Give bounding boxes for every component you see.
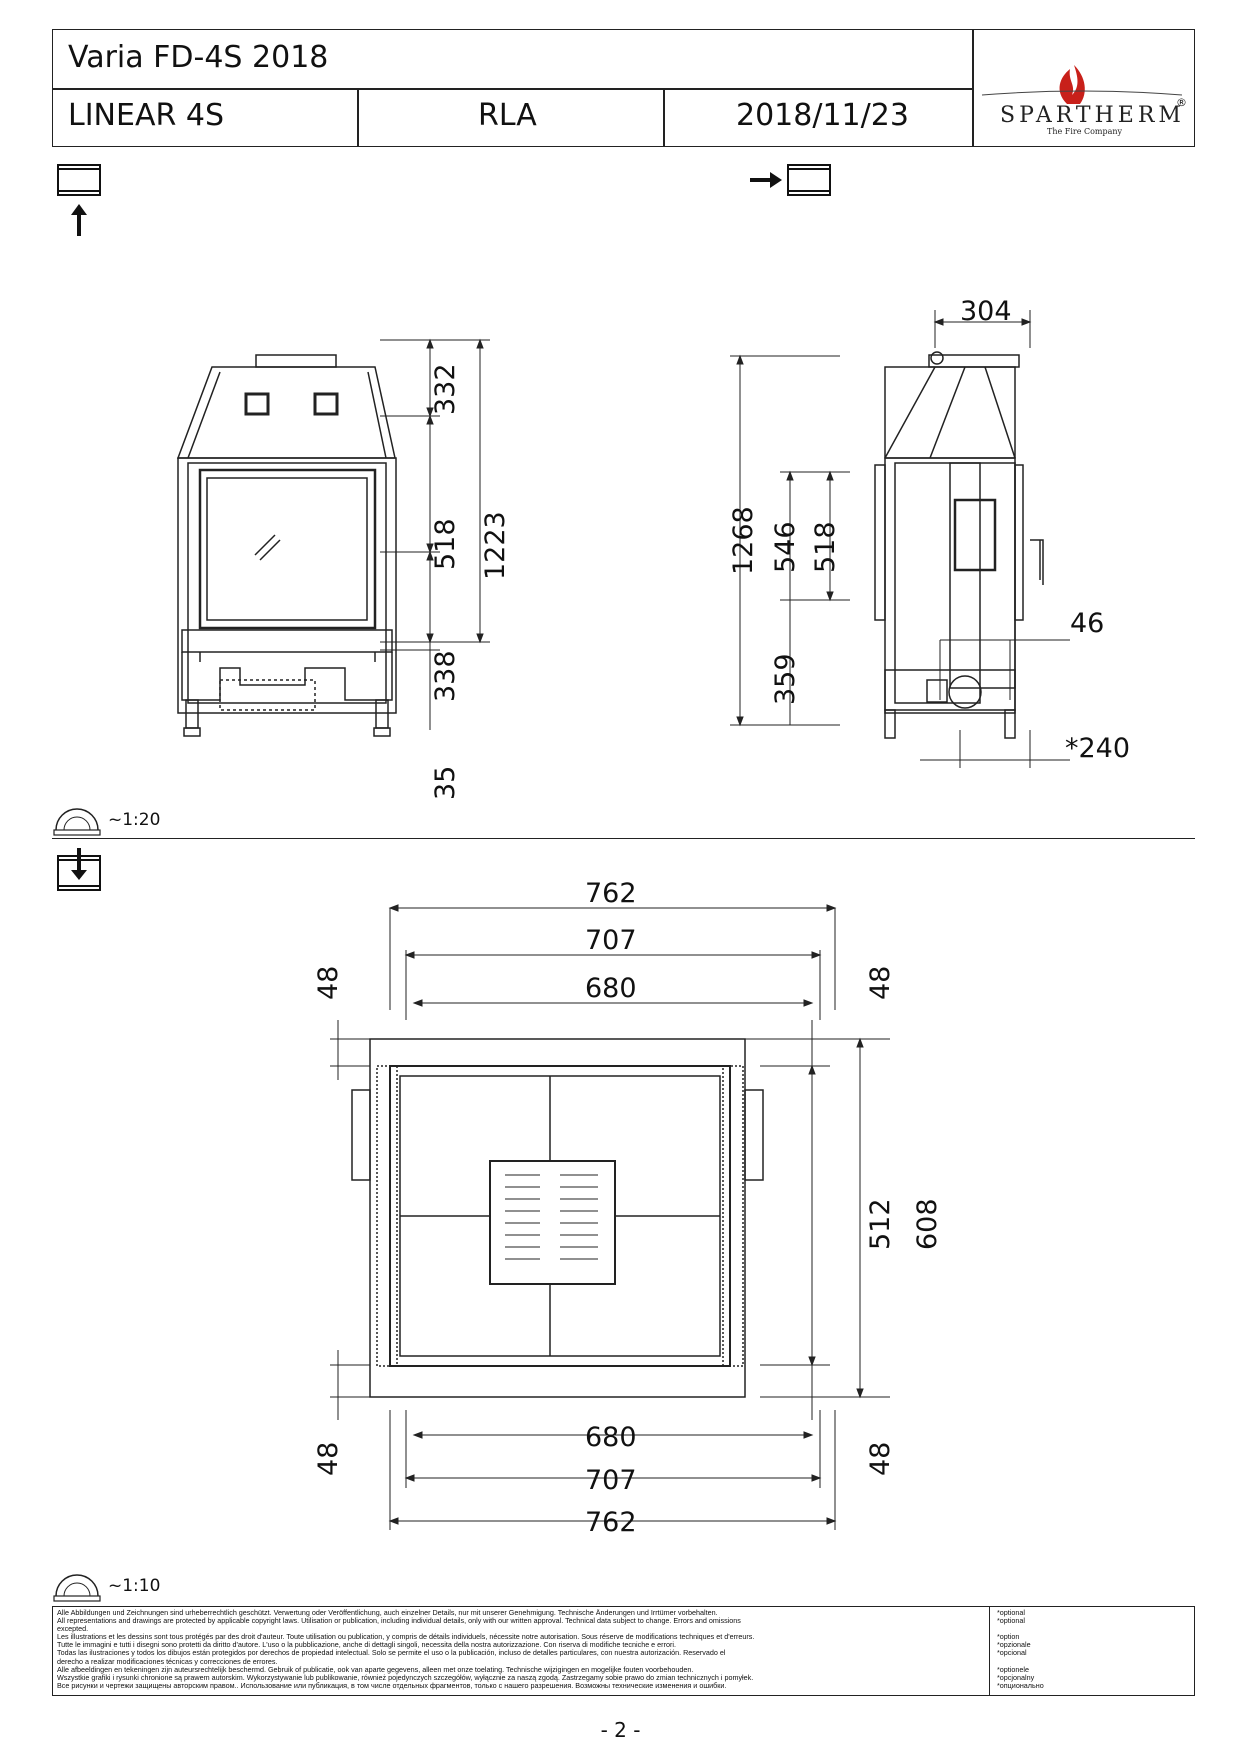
dim-front-door: 518 [430,518,461,570]
dim-front-total: 1223 [480,511,511,580]
legal-line: Tutte le immagini e tutti i disegni sono… [57,1641,676,1650]
page-number: - 2 - [600,1718,641,1742]
dim-side-optional: *240 [1065,733,1131,764]
front-dimension-lines [380,338,490,730]
scale-icon-lower [53,1574,101,1602]
legal-line: Les illustrations et les dessins sont to… [57,1633,755,1642]
scale-icon-upper [53,808,101,836]
title-divider [52,88,972,90]
footer-divider [989,1607,990,1695]
brand-logo [981,65,1183,104]
dim-plan-outer-bottom: 762 [585,1507,637,1538]
legal-footer: Alle Abbildungen und Zeichnungen sind ur… [52,1606,1195,1696]
top-view-icon [57,848,101,891]
dim-plan-left-bottom: 48 [313,1441,344,1476]
optional-line: *optional [997,1616,1025,1626]
optional-line: *optional [997,1608,1025,1617]
flame-icon [1059,65,1085,104]
brand-tagline: The Fire Company [1047,127,1123,136]
legal-line: Alle Abbildungen und Zeichnungen sind ur… [57,1609,718,1617]
dim-front-top: 332 [430,363,461,415]
optional-line: *опционально [997,1680,1044,1690]
optional-line: *option [997,1632,1020,1642]
side-view-icon [750,164,831,196]
grate-slots [505,1174,598,1260]
legal-line: Todas las ilustraciones y todos los dibu… [57,1649,726,1658]
plan-view-drawing [330,904,890,1530]
scale-lower: ~1:10 [108,1576,161,1596]
drawing-date: 2018/11/23 [736,98,909,133]
logo-swoosh [981,90,1183,96]
dim-plan-inner-top: 680 [585,973,637,1004]
dim-plan-mid-bottom: 707 [585,1465,637,1496]
legal-line: Alle afbeeldingen en tekeningen zijn aut… [57,1665,694,1674]
optional-line: *optionele [997,1664,1029,1674]
dim-plan-inner-bottom: 680 [585,1422,637,1453]
title-col-divider-1 [357,88,359,147]
optional-line: *opcjonalny [997,1672,1035,1682]
optional-notes: *optional *optional *option *opzionale *… [997,1608,1044,1690]
legal-line: All representations and drawings are pro… [57,1617,741,1626]
dim-side-bottom: 359 [770,653,801,705]
side-view-drawing [874,351,1044,739]
optional-line: *opzionale [997,1640,1031,1650]
optional-line: *opcional [997,1648,1027,1658]
front-view-drawing [176,354,397,737]
model-name: Varia FD-4S 2018 [68,40,329,75]
dim-plan-total-depth: 608 [912,1198,943,1250]
dim-plan-inner-depth: 512 [865,1198,896,1250]
dim-side-total: 1268 [728,506,759,575]
dim-side-frame: 546 [770,521,801,573]
product-code: RLA [478,98,537,133]
front-view-icon [57,164,101,236]
dim-front-legs: 35 [430,765,461,800]
legal-line: derecho a realizar modificaciones técnic… [57,1657,278,1666]
legal-line: excepted. [57,1625,89,1634]
section-divider [52,838,1195,839]
side-dimension-lines [730,310,1070,768]
registered-mark: ® [1176,96,1187,109]
legal-line: Wszystkie grafiki i rysunki chronione są… [57,1673,754,1682]
dim-plan-mid-top: 707 [585,925,637,956]
variant-name: LINEAR 4S [68,98,224,133]
dim-plan-outer-top: 762 [585,878,637,909]
dim-side-door: 518 [810,521,841,573]
dim-front-bottom: 338 [430,650,461,702]
dim-side-depth-top: 304 [960,296,1012,327]
title-logo-divider [972,29,974,147]
title-col-divider-2 [663,88,665,147]
dim-side-offset: 46 [1070,608,1105,639]
dim-plan-right-top: 48 [865,965,896,1000]
brand-name: SPARTHERM [1000,103,1185,128]
legal-text: Alle Abbildungen und Zeichnungen sind ur… [57,1609,985,1690]
dim-plan-right-bottom: 48 [865,1441,896,1476]
dim-plan-left-top: 48 [313,965,344,1000]
legal-line: Все рисунки и чертежи защищены авторским… [57,1681,727,1690]
scale-upper: ~1:20 [108,810,161,830]
